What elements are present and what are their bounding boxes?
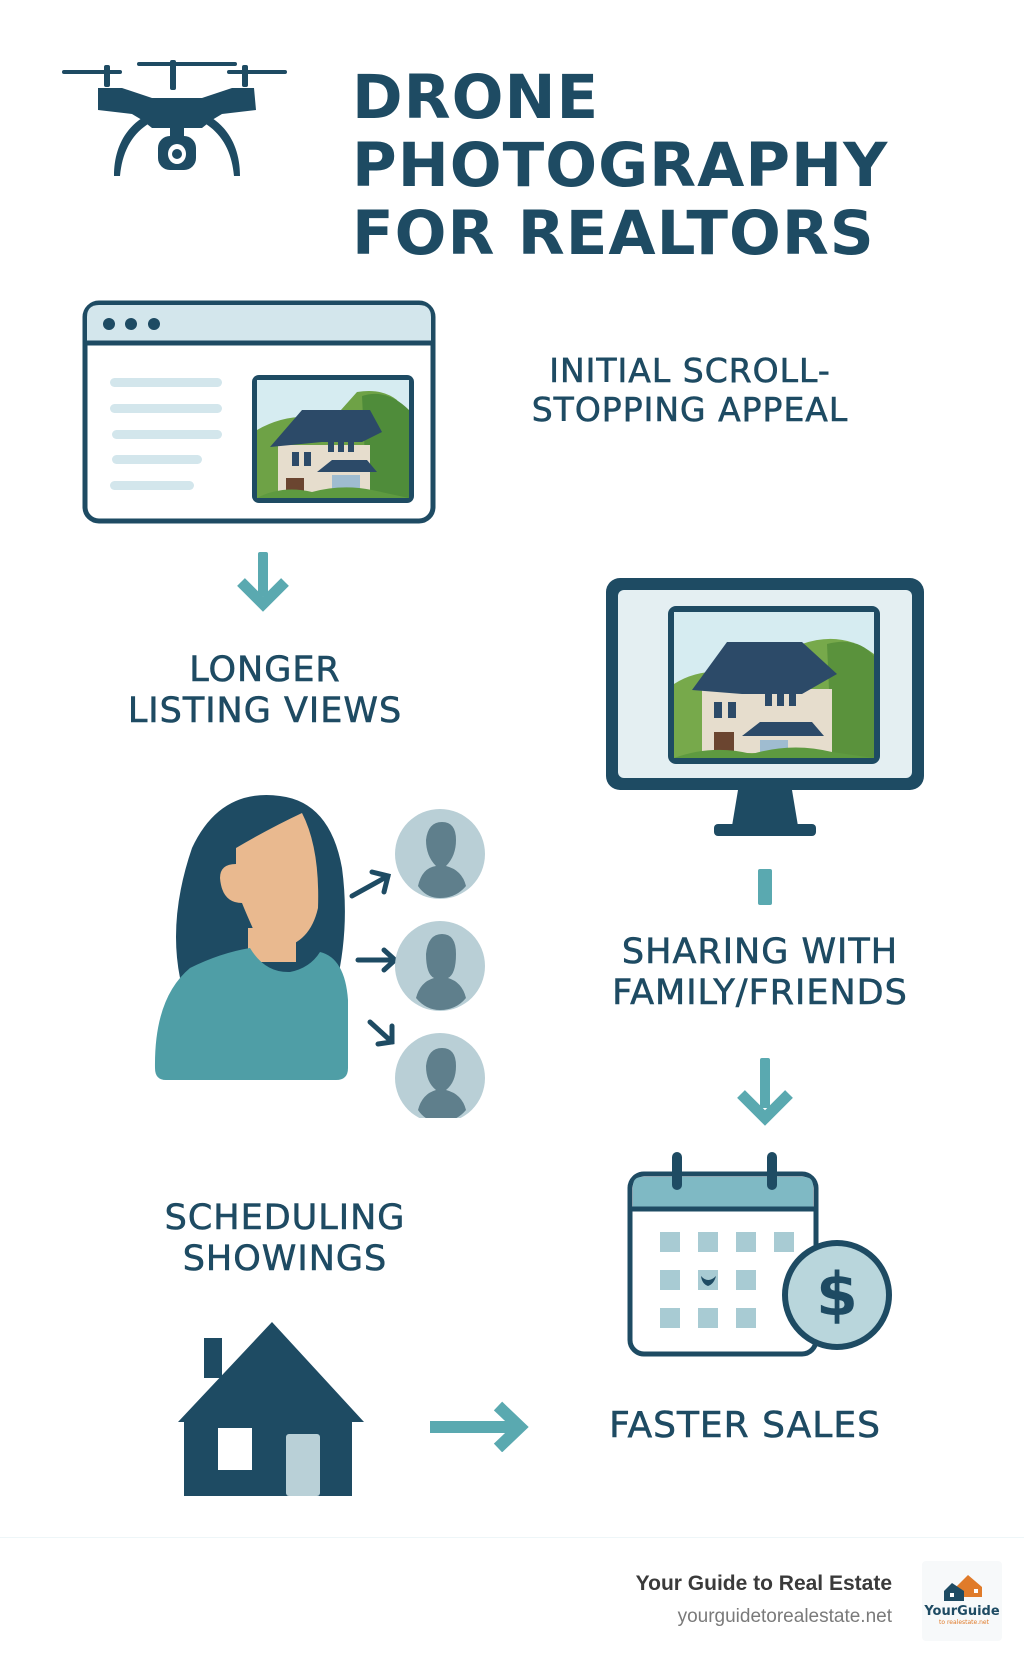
calendar-dollar-icon: $ — [626, 1152, 896, 1362]
label-line: LONGER — [189, 650, 341, 691]
step-label-sharing: SHARING WITH FAMILY/FRIENDS — [570, 932, 950, 1015]
label-line: SHARING WITH — [621, 932, 899, 973]
label-line: STOPPING APPEAL — [531, 389, 849, 429]
label-line: INITIAL SCROLL- — [549, 351, 831, 390]
footer-url-link[interactable]: yourguidetorealestate.net — [677, 1606, 892, 1627]
arrow-right-icon — [430, 1400, 540, 1452]
footer-divider — [0, 1537, 1024, 1538]
arrow-down-icon — [235, 552, 291, 612]
browser-listing-icon — [82, 300, 436, 524]
step-label-faster-sales: FASTER SALES — [580, 1405, 910, 1447]
drone-icon — [62, 58, 292, 176]
title-line-3: FOR REALTORS — [352, 198, 875, 269]
title-line-1: DRONE — [352, 62, 600, 133]
label-line: LISTING VIEWS — [127, 691, 403, 732]
footer-logo[interactable]: YourGuide to realestate.net — [922, 1561, 1002, 1641]
house-icon — [178, 1320, 366, 1500]
step-label-scroll-stopping: INITIAL SCROLL- STOPPING APPEAL — [500, 351, 880, 430]
label-line: SHOWINGS — [182, 1239, 388, 1280]
page-title: DRONE PHOTOGRAPHY FOR REALTORS — [352, 64, 888, 268]
step-label-scheduling: SCHEDULING SHOWINGS — [120, 1198, 450, 1281]
footer-brand-name: Your Guide to Real Estate — [635, 1572, 892, 1595]
label-line: SCHEDULING — [164, 1198, 406, 1239]
svg-text:$: $ — [816, 1260, 858, 1330]
step-label-listing-views: LONGER LISTING VIEWS — [95, 650, 435, 733]
label-line: FAMILY/FRIENDS — [612, 973, 908, 1014]
arrow-down-icon — [735, 1058, 795, 1126]
label-line: FASTER SALES — [609, 1405, 881, 1447]
logo-house-icon: YourGuide to realestate.net — [923, 1575, 1000, 1626]
logo-text: YourGuide — [923, 1604, 1000, 1619]
monitor-house-icon — [602, 574, 928, 838]
connector-bar — [758, 869, 772, 905]
logo-subtext: to realestate.net — [939, 1619, 990, 1626]
title-line-2: PHOTOGRAPHY — [352, 130, 889, 201]
person-sharing-icon — [150, 768, 490, 1118]
